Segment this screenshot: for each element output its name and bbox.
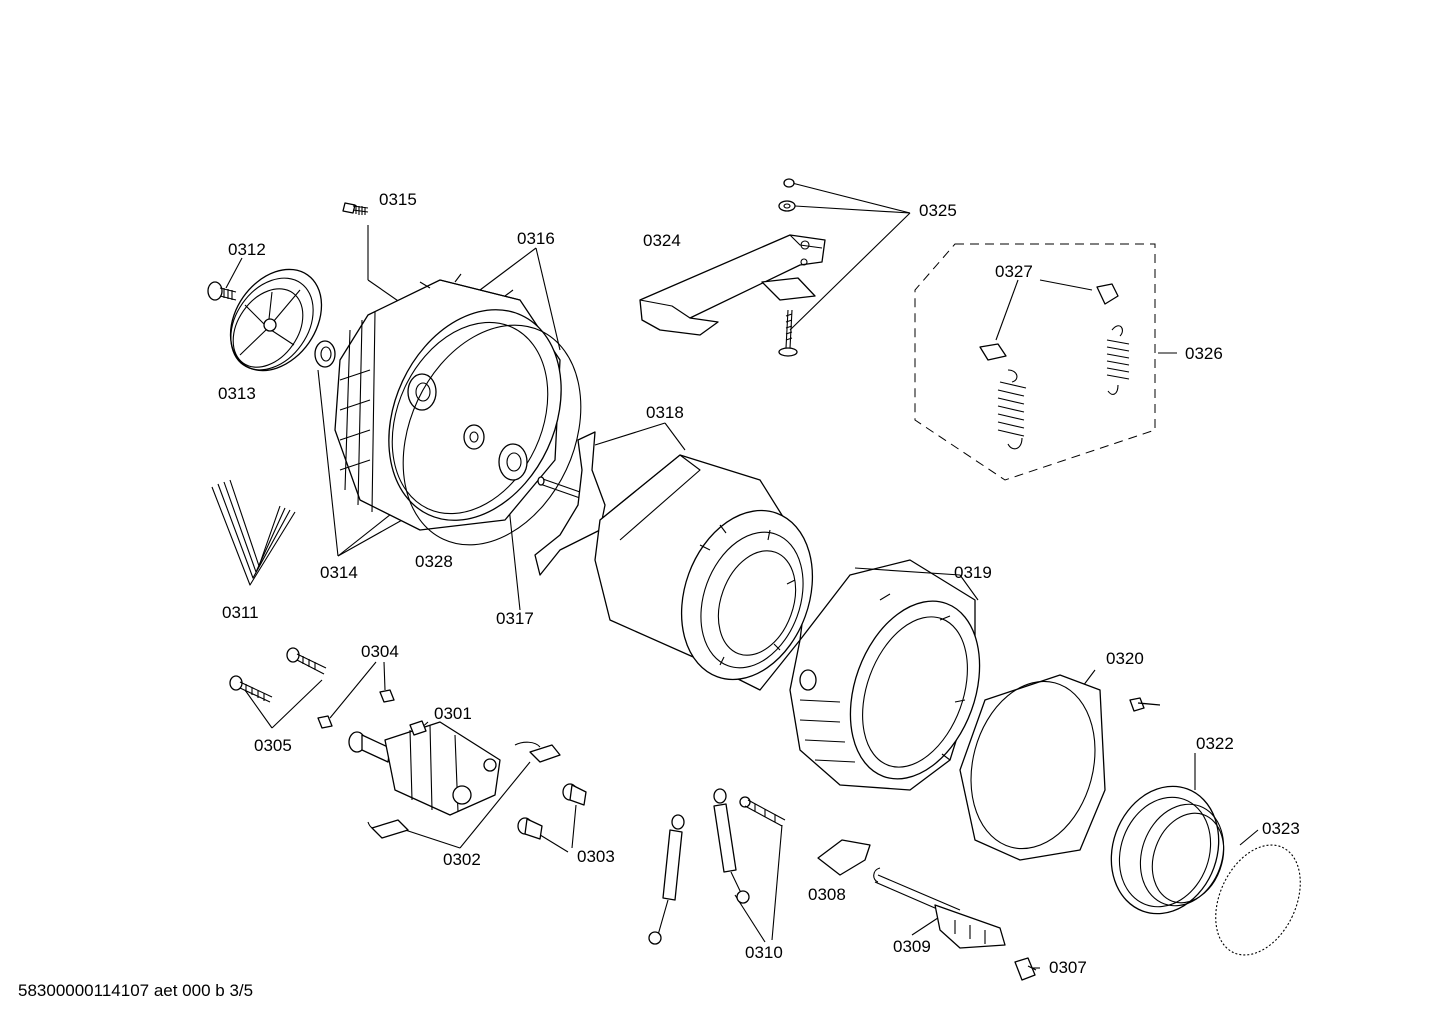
callout-0322: 0322: [1196, 734, 1234, 753]
part-0327-clips: [979, 283, 1119, 361]
part-0314-bearing: [314, 340, 336, 368]
callout-0313: 0313: [218, 384, 256, 403]
part-0325-fixings: [778, 178, 798, 357]
part-0307-sensor: [1014, 957, 1037, 981]
part-0309-heater: [873, 867, 1006, 949]
part-0328-seal-ring: [402, 324, 582, 546]
callout-0308: 0308: [808, 885, 846, 904]
part-0318-drum: [534, 431, 814, 691]
part-0316-rear-tub: [334, 273, 562, 531]
part-0302-brushes: [367, 741, 561, 839]
callout-0315: 0315: [379, 190, 417, 209]
part-0305-screws: [229, 647, 327, 703]
callout-0317: 0317: [496, 609, 534, 628]
part-0303-bushes: [517, 783, 587, 840]
callout-0302: 0302: [443, 850, 481, 869]
callout-0325: 0325: [919, 201, 957, 220]
part-0323-clamp-ring: [1215, 844, 1301, 956]
callout-0310: 0310: [745, 943, 783, 962]
part-0320-frame: [959, 674, 1161, 861]
callout-0305: 0305: [254, 736, 292, 755]
callout-0312: 0312: [228, 240, 266, 259]
part-0301-motor: [348, 720, 501, 816]
part-0317-shaft-bearing: [498, 443, 528, 481]
callout-0301: 0301: [434, 704, 472, 723]
leader-lines: [225, 182, 1259, 969]
callout-0323: 0323: [1262, 819, 1300, 838]
callout-0326: 0326: [1185, 344, 1223, 363]
kit-outline: [914, 243, 1156, 481]
part-0326-springs: [997, 325, 1130, 450]
callout-0309: 0309: [893, 937, 931, 956]
callout-0311: 0311: [222, 603, 259, 622]
callout-0319: 0319: [954, 563, 992, 582]
part-0322-door-seal: [1110, 785, 1225, 915]
part-0311-belt: [211, 479, 296, 586]
callout-0314: 0314: [320, 563, 358, 582]
part-0324-counterweight: [639, 234, 826, 336]
part-0319-front-tub: [789, 559, 981, 791]
part-0310-dampers: [648, 788, 786, 945]
callout-0307: 0307: [1049, 958, 1087, 977]
part-0304-bushes: [317, 689, 395, 729]
callout-0316: 0316: [517, 229, 555, 248]
part-0315-screw: [342, 202, 369, 215]
callout-0328: 0328: [415, 552, 453, 571]
part-0308-bracket: [817, 839, 871, 876]
callout-0303: 0303: [577, 847, 615, 866]
document-id: 58300000114107 aet 000 b 3/5: [18, 981, 254, 1000]
callout-0327: 0327: [995, 262, 1033, 281]
callout-0324: 0324: [643, 231, 681, 250]
part-0312-bolt: [207, 281, 237, 301]
callout-0318: 0318: [646, 403, 684, 422]
callout-0320: 0320: [1106, 649, 1144, 668]
callout-0304: 0304: [361, 642, 399, 661]
part-0313-pulley: [229, 268, 323, 372]
